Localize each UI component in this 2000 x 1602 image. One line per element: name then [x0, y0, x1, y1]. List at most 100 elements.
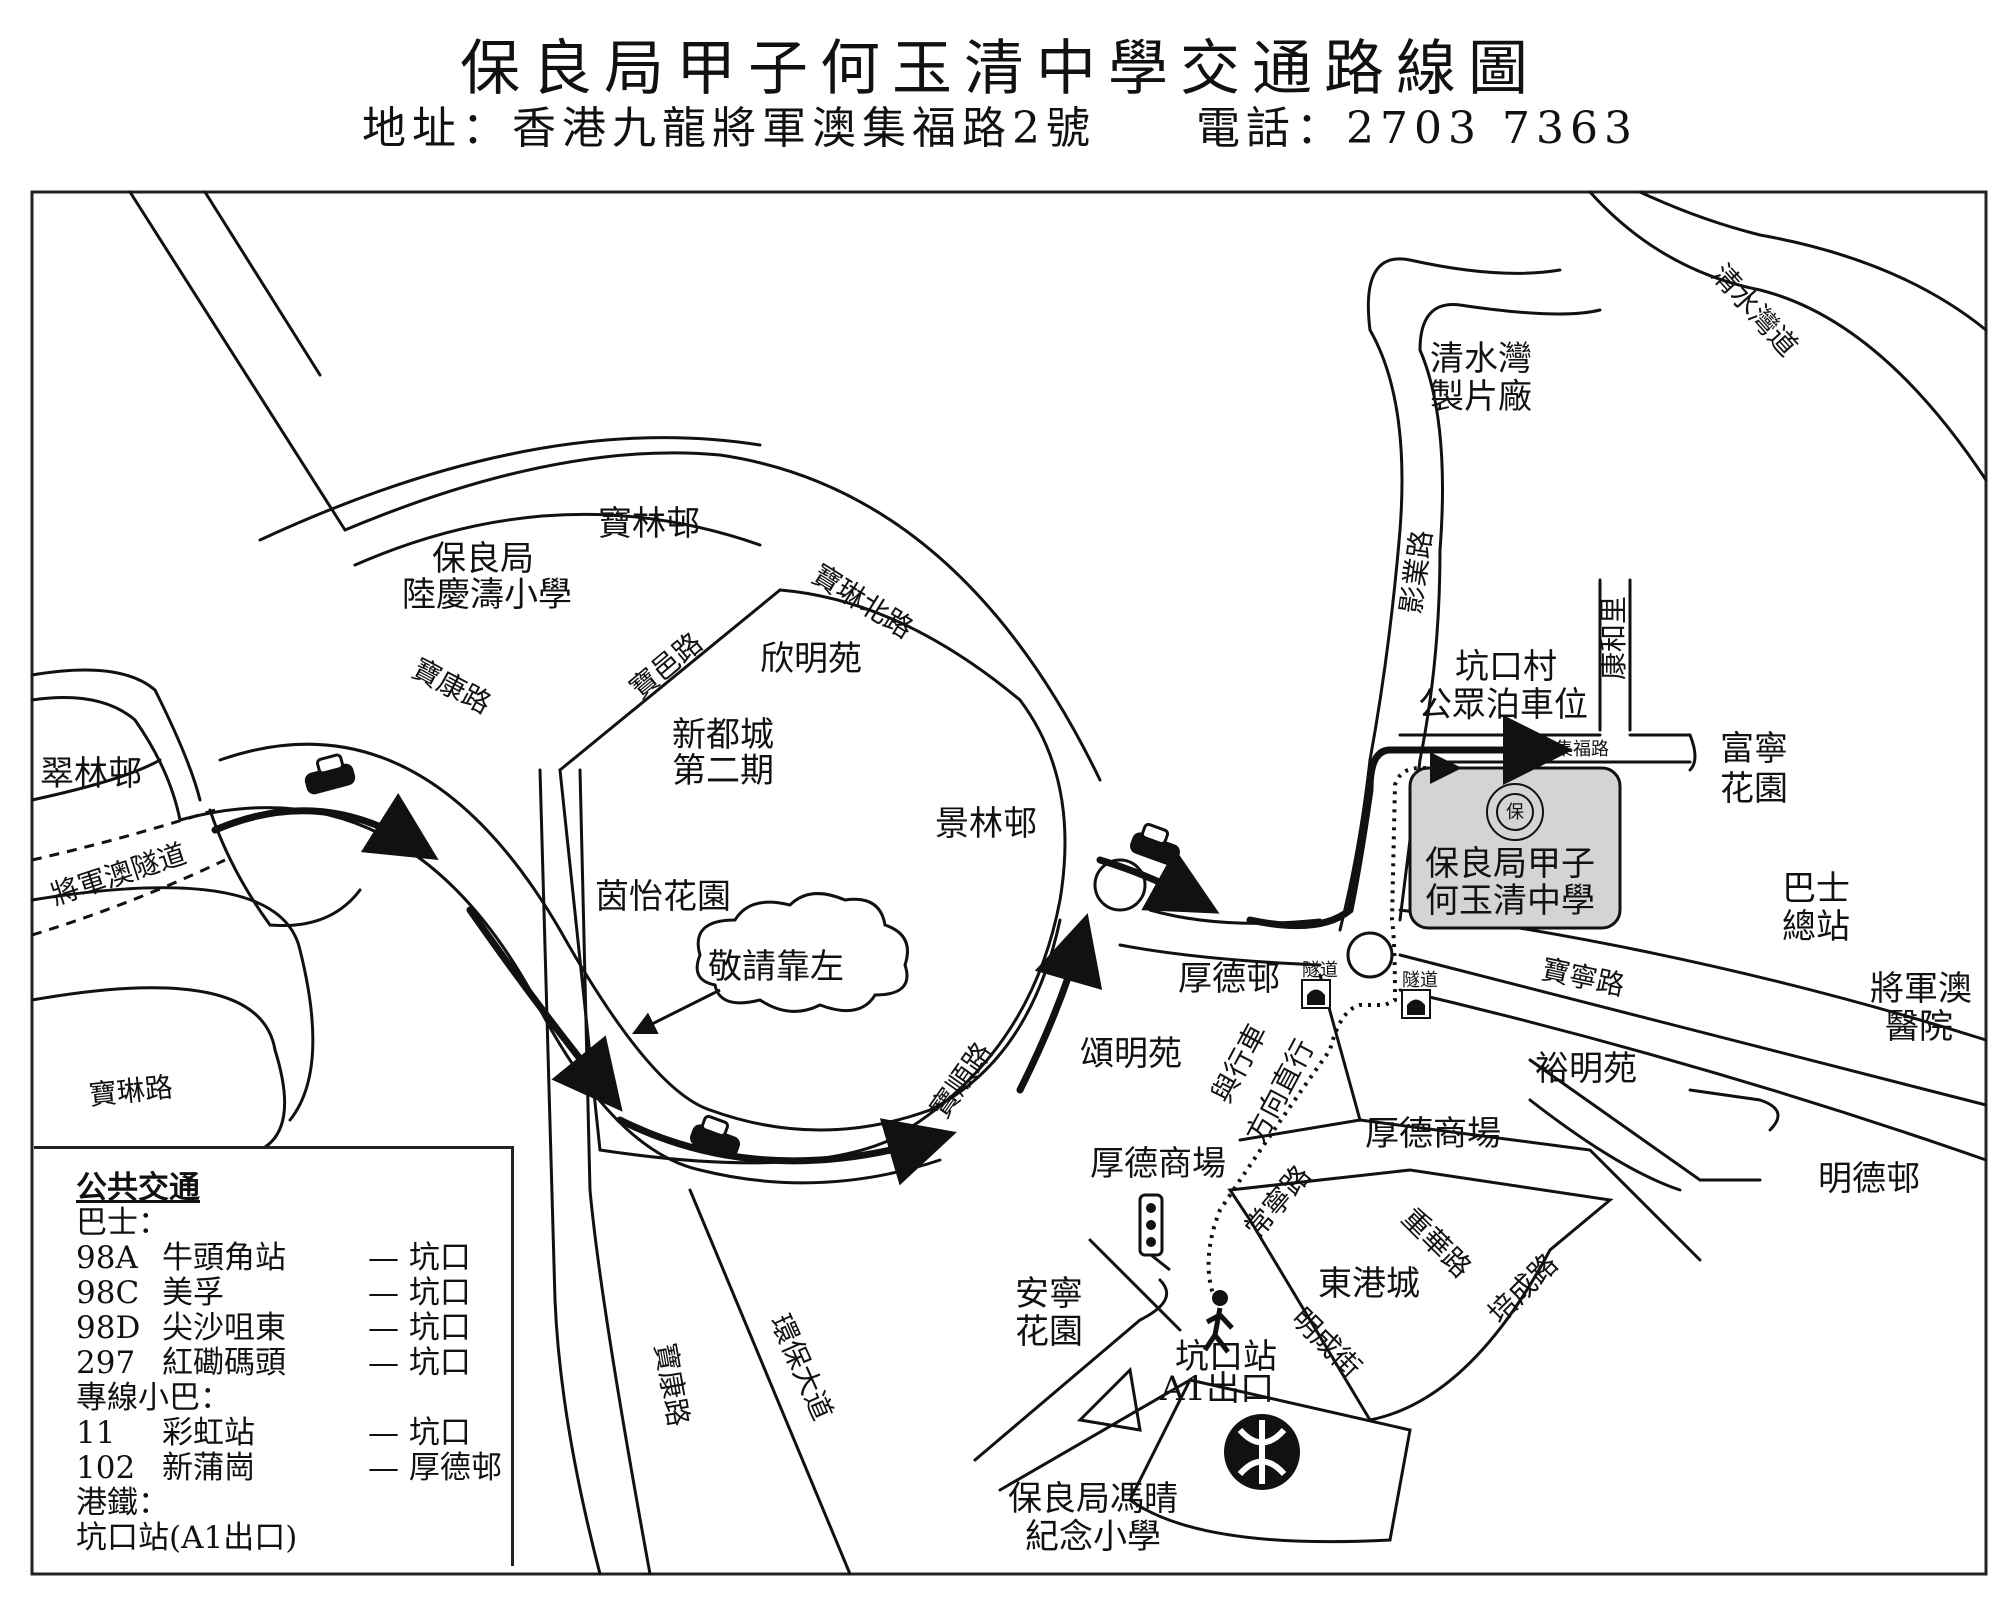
public-transport-legend: 公共交通 巴士： 98A 牛頭角站 — 坑口 98C 美孚 — 坑口 98D 尖沙咀東 — … [34, 1146, 514, 1566]
map-frame [30, 190, 1988, 1576]
label-bus-terminus-1: 巴士 [1782, 869, 1850, 909]
route-origin: 紅磡碼頭 [162, 1345, 286, 1381]
label-hospital-2: 醫院 [1885, 1007, 1953, 1047]
legend-rail-label: 港鐵： [76, 1485, 169, 1521]
car-icon [689, 1114, 741, 1158]
label-on-ning-garden-2: 花園 [1015, 1312, 1083, 1352]
legend-route-row: 98C 美孚 — 坑口 [76, 1276, 511, 1311]
road-po-shun: 寶順路 [924, 1036, 999, 1124]
tunnel-label-1: 隧道 [1302, 960, 1338, 981]
label-king-lam-estate: 景林邨 [935, 804, 1037, 844]
label-yan-ming-court: 欣明苑 [760, 639, 862, 679]
route-destination: — 坑口 [368, 1310, 471, 1346]
road-chap-fuk: 集福路 [1555, 739, 1609, 760]
label-fung-ching-primary-2: 紀念小學 [1025, 1517, 1161, 1557]
route-number: 98A [76, 1240, 138, 1276]
keep-left-callout [631, 892, 909, 1035]
label-cwb-studio-1: 清水灣 [1430, 339, 1532, 379]
tunnel-marker-icon [1401, 989, 1431, 1019]
route-origin: 新蒲崗 [162, 1450, 255, 1486]
label-chung-ming-court: 頌明苑 [1080, 1034, 1182, 1074]
legend-bus-label: 巴士： [76, 1205, 169, 1241]
label-plk-primary-1: 保良局 [432, 539, 534, 579]
road-sheung-ning: 常寧路 [1238, 1159, 1317, 1245]
route-number: 98D [76, 1310, 141, 1346]
label-east-point-city: 東港城 [1318, 1264, 1420, 1304]
road-ming-shing: 明成街 [1285, 1302, 1368, 1385]
address-text: 地址：香港九龍將軍澳集福路2號 [362, 103, 1097, 154]
route-destination: — 厚德邨 [368, 1450, 502, 1486]
label-keep-left: 敬請靠左 [708, 947, 844, 987]
label-hau-tak-mall-east: 厚德商場 [1365, 1114, 1501, 1154]
route-origin: 尖沙咀東 [162, 1310, 286, 1346]
route-origin: 彩虹站 [162, 1415, 255, 1451]
car-icon [304, 753, 356, 795]
route-destination: — 坑口 [368, 1240, 471, 1276]
label-hang-hau-village-2: 公眾泊車位 [1418, 685, 1588, 725]
driving-route [211, 715, 1573, 1186]
map-subtitle: 地址：香港九龍將軍澳集福路2號 電話：2703 7363 [0, 92, 2000, 156]
legend-heading: 公共交通 [76, 1170, 200, 1206]
traffic-light-icon [1138, 1193, 1171, 1272]
mtr-logo-icon [1224, 1414, 1300, 1490]
phone-text: 電話：2703 7363 [1196, 103, 1638, 154]
label-plk-primary-2: 陸慶濤小學 [402, 575, 572, 615]
label-hang-hau-station-1: 坑口站 [1175, 1337, 1277, 1377]
label-hang-hau-village-1: 坑口村 [1455, 647, 1557, 687]
map-title: 保良局甲子何玉清中學交通路線圖 [460, 34, 1540, 104]
label-school-2: 何玉清中學 [1425, 881, 1595, 921]
label-po-lam-estate: 寶林邨 [598, 504, 700, 544]
car-icon [1129, 822, 1181, 866]
route-origin: 牛頭角站 [162, 1240, 286, 1276]
road-ying-yip: 影業路 [1394, 528, 1438, 616]
label-metro-city-1: 新都城 [672, 715, 774, 755]
legend-route-row: 11 彩虹站 — 坑口 [76, 1416, 511, 1451]
label-hau-tak-estate: 厚德邨 [1178, 959, 1280, 999]
walking-route [1206, 752, 1462, 1301]
tunnel-label-2: 隧道 [1402, 970, 1438, 991]
label-ming-tak-estate: 明德邨 [1818, 1159, 1920, 1199]
label-yu-ming-court: 裕明苑 [1535, 1049, 1637, 1089]
tunnel-marker-icon [1301, 979, 1331, 1009]
route-destination: — 坑口 [368, 1345, 471, 1381]
road-wan-po: 環保大道 [764, 1309, 840, 1425]
label-hang-hau-station-2: A1出口 [1159, 1369, 1274, 1409]
road-po-hong-south: 寶康路 [648, 1340, 695, 1428]
label-metro-city-2: 第二期 [672, 751, 774, 791]
road-po-lam-north: 寶琳北路 [806, 558, 918, 645]
label-on-ning-garden-1: 安寧 [1015, 1274, 1083, 1314]
route-number: 98C [76, 1275, 140, 1311]
label-cwb-studio-2: 製片廠 [1430, 377, 1532, 417]
route-destination: — 坑口 [368, 1415, 471, 1451]
svg-text:保: 保 [1506, 802, 1524, 823]
route-origin: 美孚 [162, 1275, 224, 1311]
road-clear-water-bay: 清水灣道 [1705, 258, 1804, 363]
road-tko-tunnel: 將軍澳隧道 [47, 837, 190, 912]
route-number: 102 [76, 1450, 136, 1486]
legend-minibus-label: 專線小巴： [76, 1380, 231, 1416]
label-hospital-1: 將軍澳 [1870, 969, 1972, 1009]
pedestrian-icon [1202, 1290, 1234, 1354]
road-hong-wo-lane: 康和里 [1597, 596, 1630, 680]
label-fung-ching-primary-1: 保良局馮晴 [1008, 1479, 1178, 1519]
route-destination: — 坑口 [368, 1275, 471, 1311]
road-po-hong-north: 寶康路 [407, 652, 497, 721]
legend-route-row: 102 新蒲崗 — 厚德邨 [76, 1451, 511, 1486]
label-bus-terminus-2: 總站 [1782, 907, 1850, 947]
legend-route-row: 297 紅磡碼頭 — 坑口 [76, 1346, 511, 1381]
label-fu-ning-garden-2: 花園 [1720, 769, 1788, 809]
route-number: 11 [76, 1415, 116, 1451]
label-chui-lam-estate: 翠林邨 [40, 754, 142, 794]
legend-rail-station: 坑口站(A1出口) [76, 1520, 298, 1556]
legend-route-row: 98A 牛頭角站 — 坑口 [76, 1241, 511, 1276]
route-number: 297 [76, 1345, 136, 1381]
road-po-yap: 寶邑路 [623, 626, 709, 705]
label-hau-tak-mall-west: 厚德商場 [1090, 1144, 1226, 1184]
tunnel-dashed [31, 808, 226, 937]
label-yan-yee-garden: 茵怡花園 [595, 877, 731, 917]
road-pui-shing: 培成路 [1482, 1247, 1565, 1330]
label-fu-ning-garden-1: 富寧 [1720, 729, 1788, 769]
road-po-lam: 寶琳路 [87, 1070, 174, 1112]
legend-route-row: 98D 尖沙咀東 — 坑口 [76, 1311, 511, 1346]
